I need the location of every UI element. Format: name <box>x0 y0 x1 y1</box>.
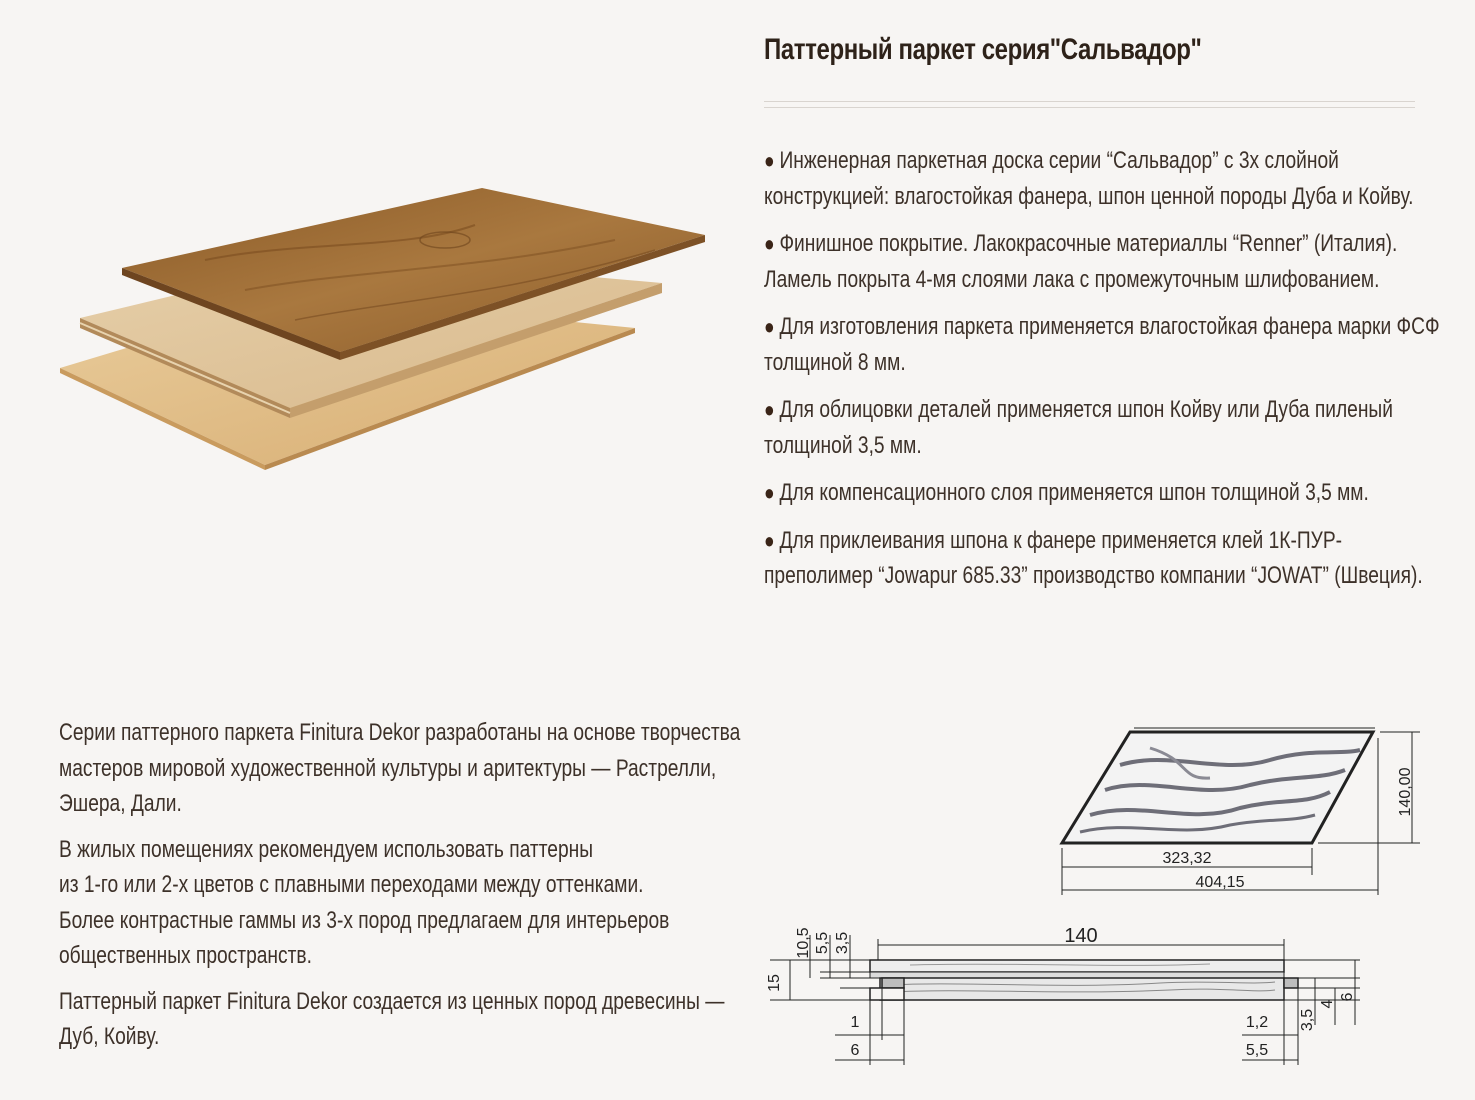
profile-board <box>869 959 1299 1001</box>
dim-right-2: 4 <box>1319 999 1336 1008</box>
feature-line: ●Инженерная паркетная доска серии “Сальв… <box>764 143 1412 179</box>
feature-list: ●Инженерная паркетная доска серии “Сальв… <box>764 143 1475 606</box>
description-text: Серии паттерного паркета Finitura Dekor … <box>59 715 859 1065</box>
description-line: Паттерный паркет Finitura Dekor создаетс… <box>59 987 725 1015</box>
dim-right-3: 6 <box>1339 992 1356 1001</box>
feature-line: ●Для облицовки деталей применяется шпон … <box>764 392 1412 428</box>
feature-text: Ламель покрыта 4-мя слоями лака с промеж… <box>764 265 1380 293</box>
feature-text: Для компенсационного слоя применяется шп… <box>779 479 1369 506</box>
description-line: общественных пространств. <box>59 942 312 969</box>
feature-line: толщиной 3,5 мм. <box>764 428 1412 464</box>
bullet-icon: ● <box>764 480 775 505</box>
profile-thickness-label: 15 <box>766 974 783 992</box>
description-line: Более контрастные гаммы из 3-х пород пре… <box>59 906 670 934</box>
feature-item: ●Для приклеивания шпона к фанере применя… <box>764 523 1475 594</box>
feature-text: преполимер “Jowapur 685.33” производство… <box>764 562 1423 589</box>
dim-bottom-left-2: 6 <box>851 1042 860 1059</box>
feature-text: Для изготовления паркета применяется вла… <box>779 313 1440 340</box>
feature-line: толщиной 8 мм. <box>764 345 1412 381</box>
feature-item: ●Для изготовления паркета применяется вл… <box>764 309 1475 380</box>
feature-text: толщиной 8 мм. <box>764 348 906 376</box>
description-paragraph: В жилых помещениях рекомендуем использов… <box>59 832 859 974</box>
feature-text: конструкцией: влагостойкая фанера, шпон … <box>764 182 1414 210</box>
bullet-icon: ● <box>764 397 775 422</box>
feature-line: ●Для приклеивания шпона к фанере применя… <box>764 523 1412 559</box>
bullet-icon: ● <box>764 527 775 553</box>
bullet-icon: ● <box>764 314 775 339</box>
bullet-icon: ● <box>764 231 775 256</box>
feature-text: Финишное покрытие. Лакокрасочные материа… <box>779 230 1398 257</box>
profile-width-label: 140 <box>1064 925 1097 947</box>
feature-line: конструкцией: влагостойкая фанера, шпон … <box>764 179 1414 215</box>
feature-item: ●Финишное покрытие. Лакокрасочные матери… <box>764 226 1475 297</box>
dim-left-3: 3,5 <box>834 932 851 954</box>
plan-dimension-drawing: 323,32 404,15 140,00 <box>1059 727 1420 895</box>
description-line: из 1-го или 2-х цветов с плавными перехо… <box>59 871 644 898</box>
feature-line: ●Финишное покрытие. Лакокрасочные матери… <box>764 226 1412 262</box>
inner-length-label: 323,32 <box>1163 850 1212 867</box>
description-line: мастеров мировой художественной культуры… <box>59 754 717 782</box>
bullet-icon: ● <box>764 148 775 173</box>
dimension-lines <box>1061 731 1420 895</box>
feature-item: ●Инженерная паркетная доска серии “Сальв… <box>764 143 1475 214</box>
feature-text: толщиной 3,5 мм. <box>764 431 922 459</box>
total-length-label: 404,15 <box>1196 874 1245 891</box>
feature-line: ●Для компенсационного слоя применяется ш… <box>764 475 1412 511</box>
description-paragraph: Серии паттерного паркета Finitura Dekor … <box>59 715 859 822</box>
description-line: Серии паттерного паркета Finitura Dekor … <box>59 719 741 746</box>
description-paragraph: Паттерный паркет Finitura Dekor создаетс… <box>59 984 859 1055</box>
description-line: В жилых помещениях рекомендуем использов… <box>59 835 594 863</box>
description-line: Эшера, Дали. <box>59 790 182 817</box>
dim-bottom-right-2: 5,5 <box>1246 1042 1268 1059</box>
title-divider <box>764 101 1415 108</box>
dim-right-1: 3,5 <box>1299 1009 1316 1031</box>
dim-bottom-right-1: 1,2 <box>1246 1014 1268 1031</box>
feature-line: Ламель покрыта 4-мя слоями лака с промеж… <box>764 262 1412 298</box>
page-title: Паттерный паркет серия"Сальвадор" <box>764 33 1202 66</box>
dim-left-2: 5,5 <box>814 932 831 954</box>
oak-veneer-layer <box>122 188 705 360</box>
feature-item: ●Для компенсационного слоя применяется ш… <box>764 475 1475 511</box>
description-line: Дуб, Койву. <box>59 1023 160 1050</box>
feature-text: Для облицовки деталей применяется шпон К… <box>779 396 1393 423</box>
dim-bottom-left-1: 1 <box>851 1014 860 1031</box>
parquet-layers-image <box>60 188 705 470</box>
feature-text: Инженерная паркетная доска серии “Сальва… <box>779 147 1339 174</box>
profile-dimension-lines <box>770 935 1360 1065</box>
feature-text: Для приклеивания шпона к фанере применяе… <box>779 526 1343 554</box>
height-label: 140,00 <box>1397 767 1414 816</box>
dim-left-1: 10,5 <box>795 927 812 958</box>
feature-item: ●Для облицовки деталей применяется шпон … <box>764 392 1475 463</box>
title-block: Паттерный паркет серия"Сальвадор" <box>764 33 1464 67</box>
profile-section-drawing: 140 15 10,5 5,5 3,5 1 6 1,2 5,5 3,5 4 6 <box>766 925 1360 1065</box>
parallelogram-board <box>1059 727 1376 845</box>
feature-line: ●Для изготовления паркета применяется вл… <box>764 309 1440 345</box>
feature-line: преполимер “Jowapur 685.33” производство… <box>764 558 1423 594</box>
